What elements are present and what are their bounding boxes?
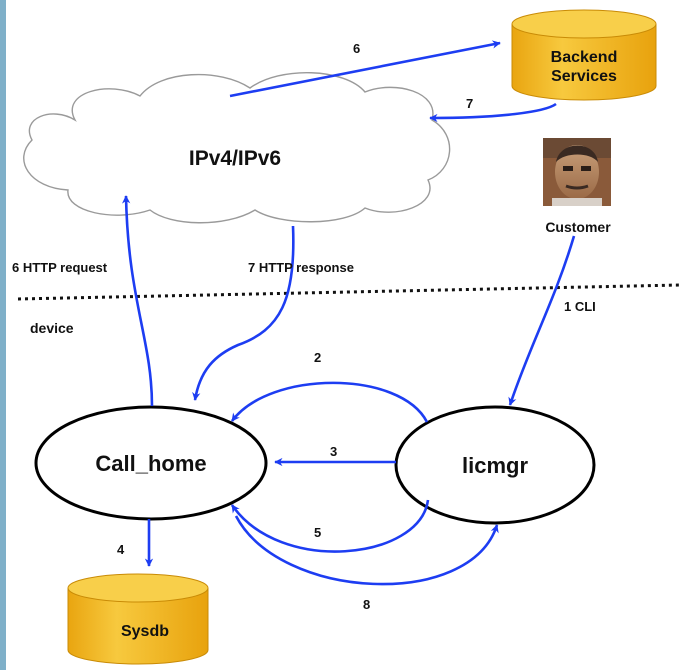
cloud-label: IPv4/IPv6	[189, 147, 281, 170]
edge-label-6-backend: 6	[353, 41, 360, 56]
backend-services-database: Backend Services	[511, 9, 657, 101]
sysdb-label: Sysdb	[121, 623, 169, 640]
left-border	[0, 0, 6, 670]
call-home-label: Call_home	[95, 451, 206, 476]
edge-label-8: 8	[363, 597, 370, 612]
sysdb-database: Sysdb	[67, 573, 209, 665]
edge-label-3: 3	[330, 444, 337, 459]
http-response-label: 7 HTTP response	[248, 260, 354, 275]
arrow-2	[230, 381, 429, 423]
licmgr-node: licmgr	[394, 405, 596, 525]
arrow-cloud-to-backend	[229, 40, 501, 98]
device-label: device	[30, 320, 74, 336]
internet-cloud: IPv4/IPv6	[23, 72, 451, 224]
cli-label: 1 CLI	[564, 299, 596, 314]
licmgr-label: licmgr	[462, 453, 528, 478]
edge-label-7-backend: 7	[466, 96, 473, 111]
backend-label-line1: Backend	[551, 49, 618, 66]
customer-photo	[543, 138, 611, 206]
http-request-label: 6 HTTP request	[12, 260, 108, 275]
edge-label-4: 4	[117, 542, 125, 557]
edge-label-5: 5	[314, 525, 321, 540]
arrow-8	[234, 515, 499, 586]
arrow-backend-to-cloud	[429, 102, 557, 123]
arrow-5	[230, 499, 430, 553]
edge-label-2: 2	[314, 350, 321, 365]
call-home-node: Call_home	[34, 405, 268, 521]
arrow-http-request	[121, 195, 154, 407]
device-boundary-line	[17, 283, 680, 301]
backend-label-line2: Services	[551, 68, 617, 85]
arrow-cli	[508, 235, 576, 406]
customer-label: Customer	[545, 219, 611, 235]
arrow-http-response	[192, 225, 295, 401]
